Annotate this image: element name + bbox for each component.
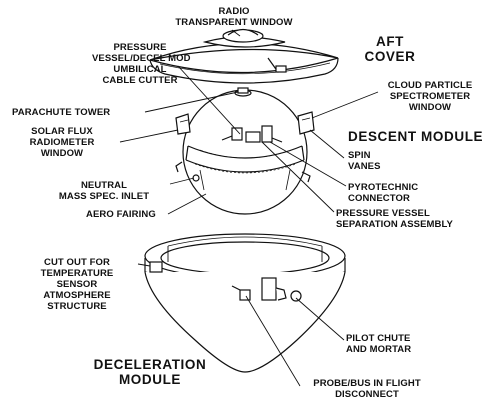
label-solar-flux-radiometer-window: SOLAR FLUX RADIOMETER WINDOW xyxy=(29,126,95,159)
leader-pilot-chute xyxy=(295,297,345,341)
aft-cover-drawing xyxy=(149,28,339,84)
leader-pressure-vessel-sep xyxy=(261,141,335,213)
label-deceleration-module: DECELERATION MODULE xyxy=(93,357,207,387)
descent-module-drawing xyxy=(175,87,315,215)
label-umbilical-cable-cutter: PRESSURE VESSEL/DECEL MOD UMBILICAL CABL… xyxy=(92,42,191,86)
label-parachute-tower: PARACHUTE TOWER xyxy=(12,107,111,118)
leader-pyrotechnic xyxy=(269,141,347,187)
label-descent-module: DESCENT MODULE xyxy=(348,129,484,144)
label-radio-transparent-window: RADIO TRANSPARENT WINDOW xyxy=(175,6,293,28)
leader-solar-flux xyxy=(119,129,179,143)
leader-neutral-mass xyxy=(169,177,195,185)
leader-spin-vanes xyxy=(309,129,345,159)
leader-cable-cutter xyxy=(177,65,241,135)
leader-probe-bus xyxy=(245,295,301,387)
label-spin-vanes: SPIN VANES xyxy=(348,150,381,172)
label-cut-out-temperature-sensor: CUT OUT FOR TEMPERATURE SENSOR ATMOSPHER… xyxy=(40,257,114,312)
label-pyrotechnic-connector: PYROTECHNIC CONNECTOR xyxy=(348,182,419,204)
label-pilot-chute-and-mortar: PILOT CHUTE AND MORTAR xyxy=(346,333,412,355)
label-aft-cover: AFT COVER xyxy=(364,34,416,64)
label-cloud-particle-spectrometer-window: CLOUD PARTICLE SPECTROMETER WINDOW xyxy=(387,80,473,113)
label-aero-fairing: AERO FAIRING xyxy=(86,209,156,220)
leader-parachute-tower xyxy=(144,91,239,113)
leader-radio-window xyxy=(231,29,241,37)
label-probe-bus-in-flight-disconnect: PROBE/BUS IN FLIGHT DISCONNECT xyxy=(313,378,421,400)
label-neutral-mass-spec-inlet: NEUTRAL MASS SPEC. INLET xyxy=(58,180,150,202)
leader-cutout xyxy=(137,263,151,267)
leader-aero-fairing xyxy=(167,193,207,215)
deceleration-module-drawing xyxy=(144,233,346,373)
leader-lines xyxy=(119,29,379,387)
leader-cloud-particle xyxy=(311,91,379,119)
label-pressure-vessel-separation-assembly: PRESSURE VESSEL SEPARATION ASSEMBLY xyxy=(336,208,453,230)
